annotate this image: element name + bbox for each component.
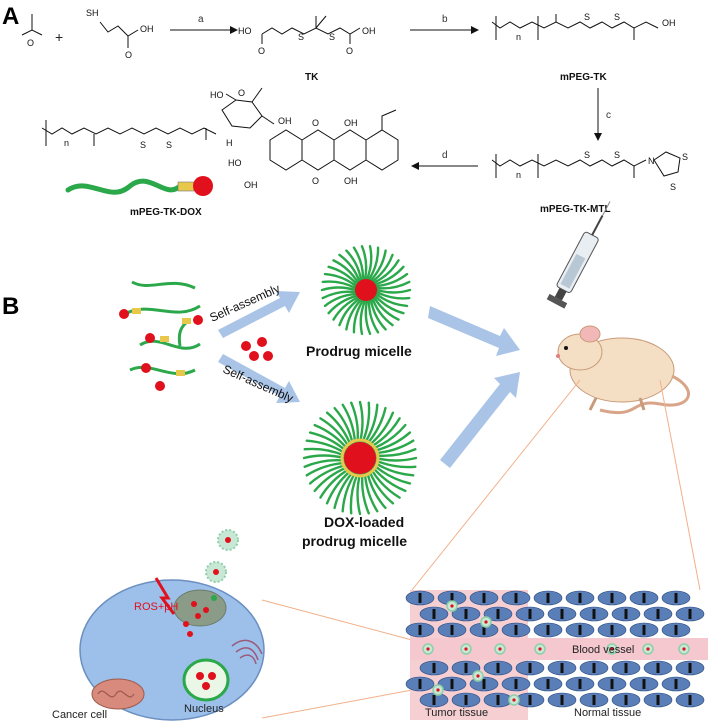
- svg-text:HO: HO: [238, 26, 252, 36]
- arrow-self-assembly-top: [218, 291, 300, 338]
- compound-label-tk: TK: [305, 72, 319, 83]
- label-blood-vessel: Blood vessel: [572, 644, 634, 656]
- svg-text:n: n: [516, 170, 521, 180]
- label-tumor-tissue: Tumor tissue: [425, 707, 488, 719]
- free-dox-particles: [241, 337, 273, 361]
- mpeg-tk-mtl-structure: n S S N S S: [491, 150, 688, 192]
- prodrug-cartoon: [65, 176, 213, 196]
- plus-sign: +: [55, 29, 63, 45]
- step-label-c: c: [606, 110, 611, 121]
- svg-text:S: S: [584, 12, 590, 22]
- compound-label-mpeg-tk-mtl: mPEG-TK-MTL: [540, 204, 611, 215]
- svg-text:O: O: [312, 118, 319, 128]
- prodrug-micelle: [320, 244, 412, 336]
- svg-text:O: O: [312, 176, 319, 186]
- step-label-a: a: [198, 14, 204, 25]
- svg-text:S: S: [670, 182, 676, 192]
- label-nucleus: Nucleus: [184, 703, 224, 715]
- svg-text:H: H: [226, 138, 233, 148]
- step-label-b: b: [442, 14, 448, 25]
- svg-text:S: S: [166, 140, 172, 150]
- label-normal-tissue: Normal tissue: [574, 707, 641, 719]
- arrow-to-mouse-bottom: [440, 372, 520, 468]
- mpeg-tk-structure: n S S OH: [491, 12, 676, 42]
- svg-text:HO: HO: [210, 90, 224, 100]
- svg-text:S: S: [682, 152, 688, 162]
- label-self-assembly-bottom: Self-assembly: [221, 362, 296, 405]
- svg-text:OH: OH: [362, 26, 376, 36]
- svg-text:OH: OH: [662, 18, 676, 28]
- mercaptopropionic-acid-structure: SH OH O: [86, 8, 154, 60]
- panel-label-a: A: [2, 3, 19, 30]
- svg-text:S: S: [614, 12, 620, 22]
- label-dox-loaded-line1: DOX-loaded: [324, 514, 404, 530]
- svg-text:S: S: [329, 32, 335, 42]
- svg-text:S: S: [298, 32, 304, 42]
- tissue-cells: [405, 590, 705, 708]
- svg-text:n: n: [516, 32, 521, 42]
- label-prodrug-micelle: Prodrug micelle: [306, 343, 412, 359]
- svg-text:N: N: [648, 156, 655, 166]
- mpeg-tk-dox-structure: n S S H HO O O O OH OH OH OH HO: [41, 87, 399, 190]
- compound-label-mpeg-tk: mPEG-TK: [560, 72, 607, 83]
- svg-text:O: O: [27, 38, 34, 48]
- svg-text:SH: SH: [86, 8, 99, 18]
- svg-text:n: n: [64, 138, 69, 148]
- acetone-structure: O: [21, 14, 43, 48]
- label-trigger: ROS+pH: [134, 601, 178, 613]
- svg-text:O: O: [346, 46, 353, 56]
- panel-label-b: B: [2, 293, 19, 320]
- tk-structure: HO S S OH O O: [238, 15, 376, 56]
- free-prodrug-chains: [119, 280, 203, 391]
- svg-text:O: O: [258, 46, 265, 56]
- dox-loaded-micelle: [302, 400, 418, 516]
- compound-label-mpeg-tk-dox: mPEG-TK-DOX: [130, 207, 202, 218]
- svg-text:S: S: [584, 150, 590, 160]
- blood-vessel: [410, 638, 708, 660]
- label-cancer-cell: Cancer cell: [52, 709, 107, 721]
- floating-micelles: [205, 529, 239, 583]
- svg-text:OH: OH: [344, 118, 358, 128]
- svg-text:S: S: [140, 140, 146, 150]
- svg-text:OH: OH: [278, 116, 292, 126]
- syringe-icon: [546, 201, 611, 309]
- cancer-cell: [79, 577, 265, 721]
- svg-text:O: O: [125, 50, 132, 60]
- zoom-lines: [261, 379, 701, 719]
- mouse-icon: [556, 325, 690, 415]
- arrow-to-mouse-top: [428, 306, 520, 356]
- step-label-d: d: [442, 150, 448, 161]
- svg-text:O: O: [238, 88, 245, 98]
- svg-text:OH: OH: [140, 24, 154, 34]
- svg-text:OH: OH: [344, 176, 358, 186]
- svg-text:HO: HO: [228, 158, 242, 168]
- vessel-micelles: [422, 600, 690, 706]
- svg-text:S: S: [614, 150, 620, 160]
- label-dox-loaded-line2: prodrug micelle: [302, 533, 407, 549]
- svg-text:OH: OH: [244, 180, 258, 190]
- arrow-self-assembly-bottom: [218, 354, 300, 403]
